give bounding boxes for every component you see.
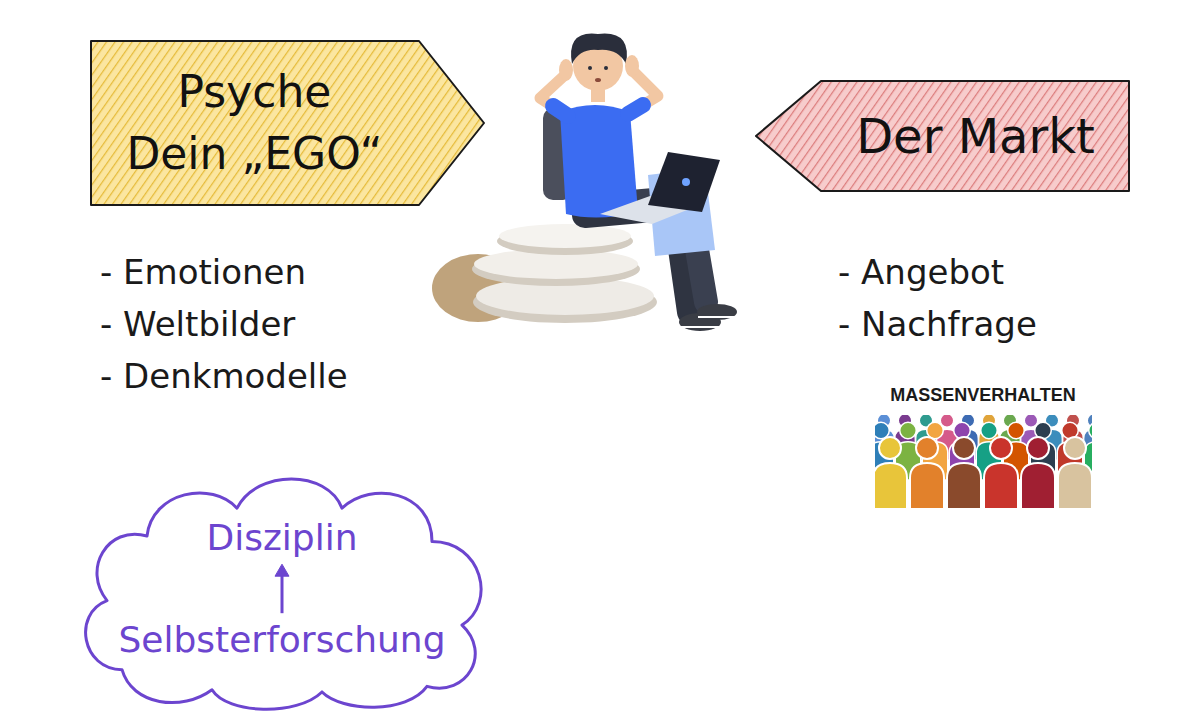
crowd-figure <box>910 437 944 508</box>
list-item: - Emotionen <box>100 250 306 294</box>
sign-outline <box>756 81 1129 191</box>
crowd-picture <box>875 415 1092 508</box>
person-illustration <box>432 34 737 331</box>
list-item: - Weltbilder <box>100 302 295 346</box>
crowd-figure <box>875 437 907 508</box>
up-arrow-shaft <box>281 574 284 613</box>
laptop-logo <box>682 178 690 186</box>
crowd-figure <box>1021 437 1055 508</box>
text-area: DisziplinSelbsterforschung <box>62 458 502 712</box>
crowd-figure <box>984 437 1018 508</box>
cloud-outline <box>86 479 481 709</box>
list-item: - Denkmodelle <box>100 354 348 398</box>
shoe <box>697 304 737 320</box>
signpost-arrow: Psyche Dein „EGO“ <box>90 40 485 206</box>
signpost-arrow: Der Markt <box>755 80 1130 192</box>
list-item: - Angebot <box>838 250 1004 294</box>
node-text: Psyche Dein „EGO“ <box>124 61 386 184</box>
shoe-sole <box>698 316 737 318</box>
list-item: - Nachfrage <box>838 302 1037 346</box>
mouth <box>595 78 601 82</box>
sleeve <box>553 106 568 116</box>
node-text: Disziplin <box>206 516 357 559</box>
node-text: Selbsterforschung <box>118 618 445 661</box>
text-area: Psyche Dein „EGO“ <box>90 40 419 206</box>
sleeve <box>628 105 643 114</box>
sign-outline <box>91 41 484 205</box>
laptop-screen <box>648 152 720 212</box>
node-text: Der Markt <box>856 105 1095 167</box>
eye <box>588 66 592 70</box>
crowd-figure <box>947 437 981 508</box>
up-arrow-head <box>275 564 289 576</box>
thought-cloud: DisziplinSelbsterforschung <box>62 458 502 712</box>
picture-caption: MASSENVERHALTEN <box>890 384 1076 406</box>
node-outline <box>62 458 502 712</box>
shoe-sole <box>680 326 721 328</box>
stone <box>499 224 631 248</box>
text-area: Der Markt <box>821 80 1130 192</box>
node-outline <box>90 40 485 206</box>
hair <box>571 34 627 64</box>
hand <box>559 59 573 81</box>
eye <box>604 66 608 70</box>
hand <box>625 55 639 77</box>
crowd-figure <box>1058 437 1092 508</box>
